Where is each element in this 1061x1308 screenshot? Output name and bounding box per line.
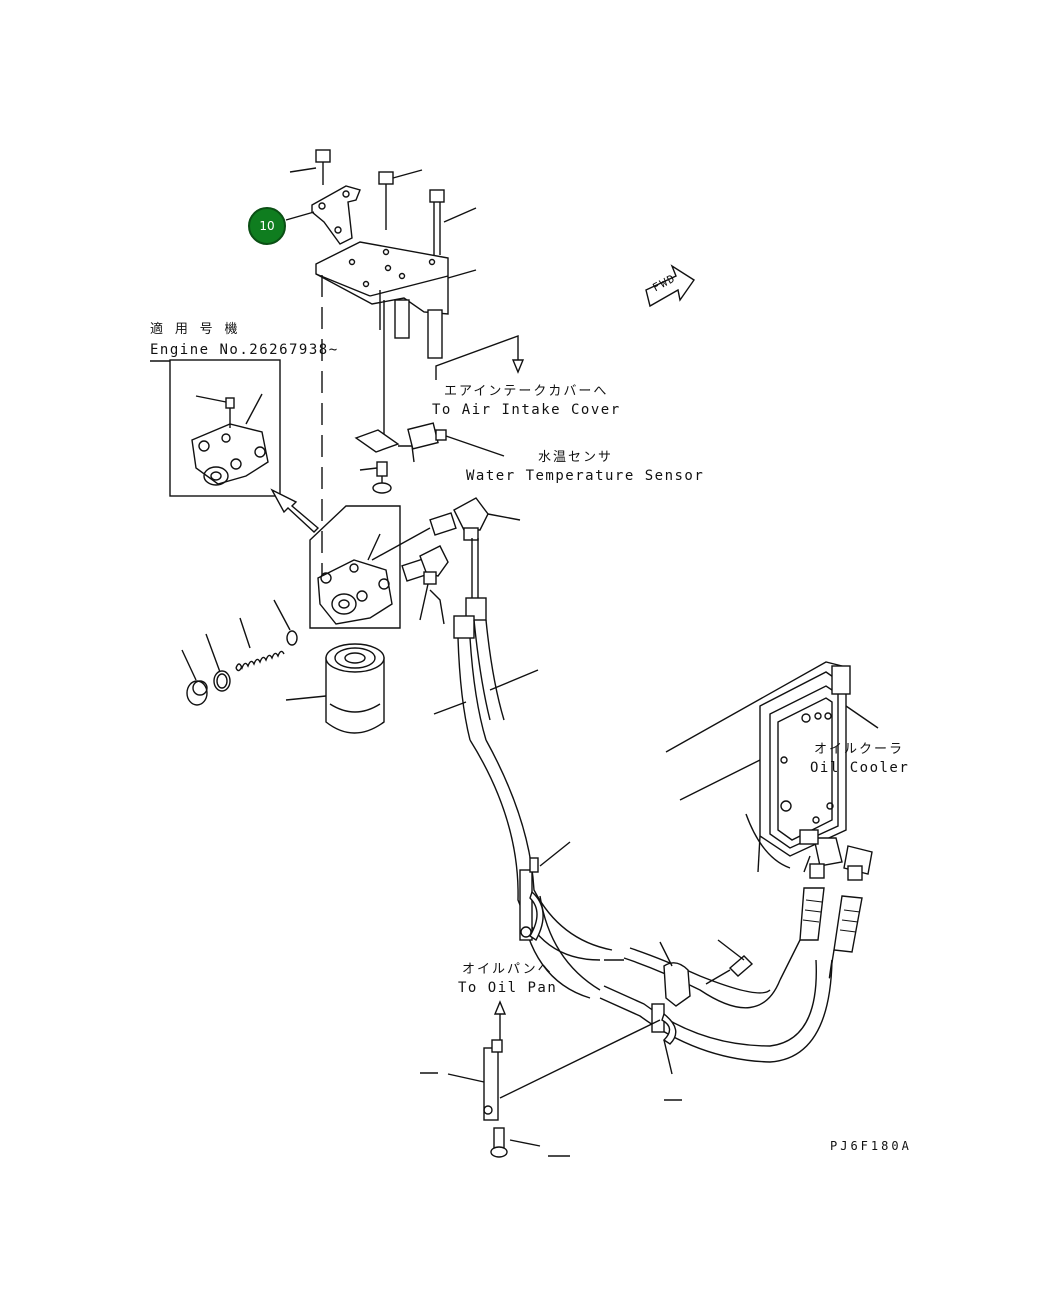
oil-cooler-jp-label: オイルクーラ <box>814 742 905 757</box>
hose-clamp-lower <box>651 1003 677 1075</box>
oil-pan-bracket <box>420 1019 682 1158</box>
flange-bolt <box>359 461 392 494</box>
relief-spring <box>235 617 285 672</box>
oil-cooler-en-label: Oil Cooler <box>810 760 910 776</box>
drawing-code: PJ6F180A <box>830 1139 912 1153</box>
oil-pan-en-label: To Oil Pan <box>458 980 558 996</box>
sensor-bracket <box>354 429 415 463</box>
engine-oil-cooler <box>665 661 879 873</box>
water-temperature-sensor <box>407 422 505 457</box>
hose-clamp-middle <box>659 941 691 1007</box>
top-bolt-left <box>289 149 331 185</box>
elbow-adapter-upper <box>371 497 521 561</box>
mounting-plate <box>315 241 477 359</box>
applicable-engine-jp-label: 適 用 号 機 <box>150 322 240 337</box>
long-stud-bolt <box>429 189 477 255</box>
callout-badge[interactable]: 10 <box>248 207 286 245</box>
oil-pan-jp-label: オイルパンへ <box>462 962 553 977</box>
clamp-bolt <box>705 939 754 985</box>
relief-plug <box>181 649 208 706</box>
air-intake-jp-label: エアインテークカバーへ <box>444 384 609 399</box>
water-temp-jp-label: 水温センサ <box>538 450 614 465</box>
mounting-bracket <box>285 185 361 245</box>
filter-head-assembly <box>309 505 401 629</box>
relief-gasket <box>205 633 231 692</box>
top-bolt-middle <box>378 169 423 230</box>
fwd-arrow-icon <box>645 264 695 308</box>
inset-filter-head-variant <box>150 359 281 497</box>
cooler-fittings <box>779 829 873 981</box>
hose-clamp-upper <box>519 841 571 942</box>
oil-filter-cartridge <box>285 643 385 734</box>
air-intake-leader <box>435 334 519 380</box>
relief-valve <box>273 599 298 646</box>
oil-hose-pair <box>429 538 539 741</box>
engine-number-label: Engine No.26267938~ <box>150 342 339 358</box>
water-temp-en-label: Water Temperature Sensor <box>466 468 705 484</box>
elbow-adapter-lower <box>401 545 449 621</box>
oil-pan-arrow-icon <box>493 1000 507 1015</box>
inset-arrow-icon <box>270 488 320 533</box>
air-intake-arrow-icon <box>511 359 525 374</box>
air-intake-en-label: To Air Intake Cover <box>432 402 621 418</box>
